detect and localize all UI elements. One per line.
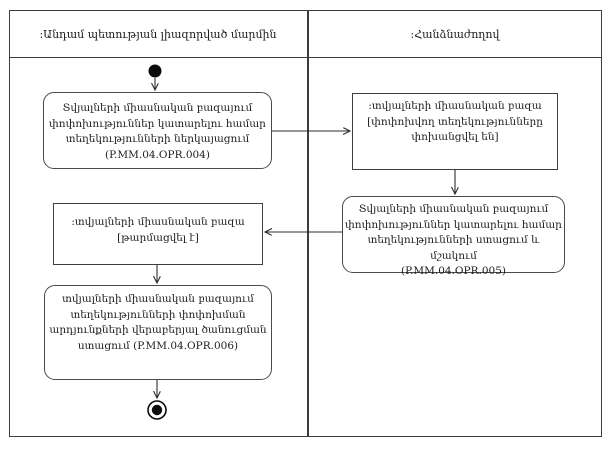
action-receive-notification-of-change-results: տվյալների միասնական բազայում տեղեկությու… (44, 285, 272, 380)
action-receive-and-process-information: Տվյալների միասնական բազայում փոփոխությու… (342, 196, 565, 277)
lane-header-member-state-authorized-body: :Անդամ պետության լիազորված մարմին (39, 27, 277, 41)
diagram-frame (9, 10, 602, 437)
lane-header-commission: :Հանձնաժողով (410, 27, 500, 41)
swimlane-divider (307, 10, 309, 437)
swimlane-header-separator (9, 57, 602, 58)
object-unified-database-updated: :տվյալների միասնական բազա [թարմացվել է] (53, 203, 263, 265)
initial-node-icon (148, 64, 162, 78)
object-unified-database-changes-transferred: :տվյալների միասնական բազա [փոփոխվող տեղե… (352, 93, 558, 170)
final-node-core-icon (151, 404, 163, 416)
action-submit-information-for-changes: Տվյալների միասնական բազայում փոփոխությու… (43, 92, 272, 169)
